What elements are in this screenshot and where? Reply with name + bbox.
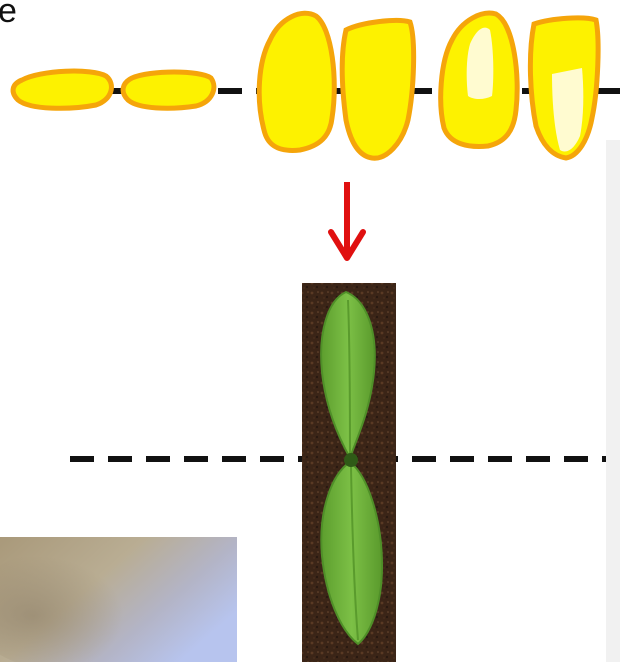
seed-upright-1 — [259, 13, 334, 150]
seed-upright-2 — [342, 20, 413, 158]
seed-flat-1 — [13, 71, 111, 108]
seedling-photo — [302, 283, 396, 662]
right-edge-shadow — [606, 140, 620, 662]
blurred-photo — [0, 537, 237, 662]
seed-flat-2 — [123, 72, 214, 108]
down-arrow-icon — [331, 182, 363, 258]
